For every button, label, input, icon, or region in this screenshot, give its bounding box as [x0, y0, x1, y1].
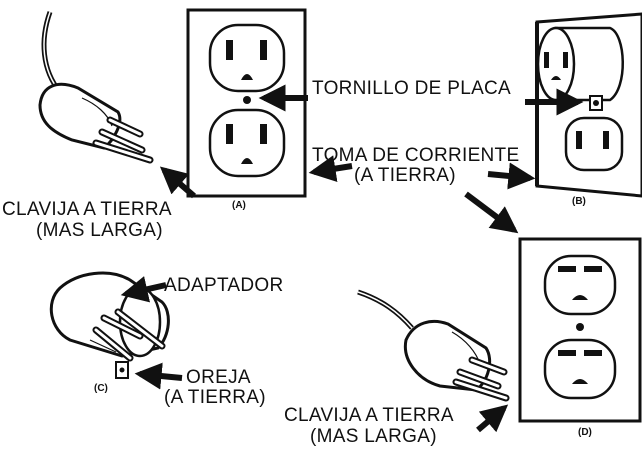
- outlet-plate-b: [535, 12, 642, 198]
- label-tab-line1: OREJA: [186, 367, 251, 388]
- label-ground-pin-d-line2: (MAS LARGA): [310, 426, 437, 447]
- arrow-ground-pin-a: [159, 166, 196, 199]
- plug-d: [357, 289, 510, 402]
- outlet-plate-a: [186, 8, 307, 198]
- panel-label-a: (A): [232, 200, 246, 211]
- panel-label-c: (C): [94, 383, 108, 394]
- outlet-plate-d: [518, 237, 642, 423]
- arrow-tab: [134, 362, 183, 390]
- label-screw: TORNILLO DE PLACA: [312, 78, 512, 99]
- label-ground-pin-a-line1: CLAVIJA A TIERRA: [2, 199, 172, 220]
- arrow-adapter: [120, 276, 167, 303]
- arrow-outlet-a: [308, 155, 353, 182]
- arrow-ground-pin-d: [476, 404, 509, 433]
- arrow-to-d: [464, 191, 519, 234]
- label-outlet-line1: TOMA DE CORRIENTE: [312, 145, 520, 166]
- plate-screw-d: [576, 323, 584, 331]
- label-outlet-line2: (A TIERRA): [354, 165, 456, 186]
- label-ground-pin-a-line2: (MAS LARGA): [36, 220, 163, 241]
- label-ground-pin-d-line1: CLAVIJA A TIERRA: [284, 405, 454, 426]
- panel-label-b: (B): [572, 196, 586, 207]
- label-adapter: ADAPTADOR: [164, 275, 284, 296]
- panel-label-d: (D): [578, 427, 592, 438]
- pointer-arrows: [120, 84, 584, 433]
- plug-a: [38, 11, 154, 164]
- label-tab-line2: (A TIERRA): [164, 387, 266, 408]
- arrow-outlet-b: [487, 162, 536, 190]
- plate-screw-a: [243, 96, 251, 104]
